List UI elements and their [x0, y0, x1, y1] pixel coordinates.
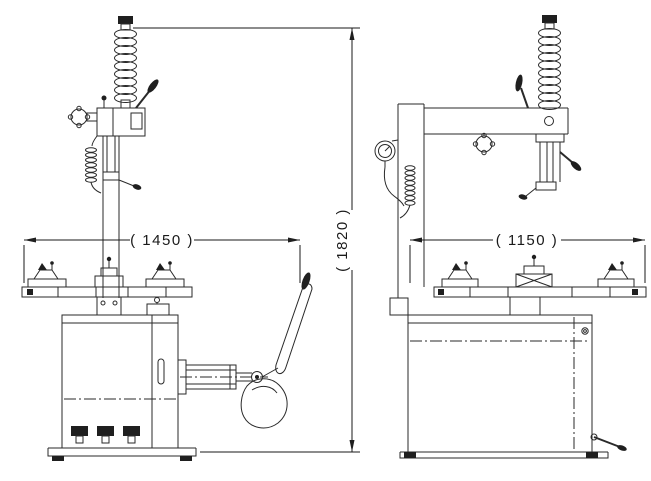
front-width-dimension-label: ( 1450 ) [130, 232, 194, 249]
front-coiled-hose [85, 135, 102, 194]
front-cabinet [61, 297, 179, 449]
pressure-gauge [374, 139, 416, 219]
front-column-spring [114, 16, 137, 109]
front-star-knob [67, 105, 98, 129]
side-view [374, 15, 647, 459]
side-column-spring [538, 15, 561, 110]
front-column [102, 136, 120, 298]
side-cabinet [407, 314, 627, 453]
bead-breaker [177, 272, 313, 429]
front-tool-rod [102, 136, 142, 190]
overall-height-dimension-label: ( 1820 ) [334, 208, 351, 272]
front-view [21, 16, 313, 461]
front-pedals [71, 426, 140, 444]
side-star-knob [472, 132, 496, 156]
side-base [399, 451, 609, 459]
dimension-overall-height: ( 1820 ) [133, 27, 360, 453]
front-turntable [21, 256, 193, 316]
side-width-dimension-label: ( 1150 ) [496, 232, 559, 249]
side-turntable [433, 254, 647, 316]
side-mounting-head [518, 133, 582, 200]
dimension-front-width: ( 1450 ) [23, 232, 301, 283]
side-column [389, 103, 425, 316]
dimension-side-width: ( 1150 ) [409, 232, 646, 283]
front-base [47, 447, 197, 461]
front-mounting-head [96, 79, 159, 137]
side-arm [424, 74, 569, 135]
